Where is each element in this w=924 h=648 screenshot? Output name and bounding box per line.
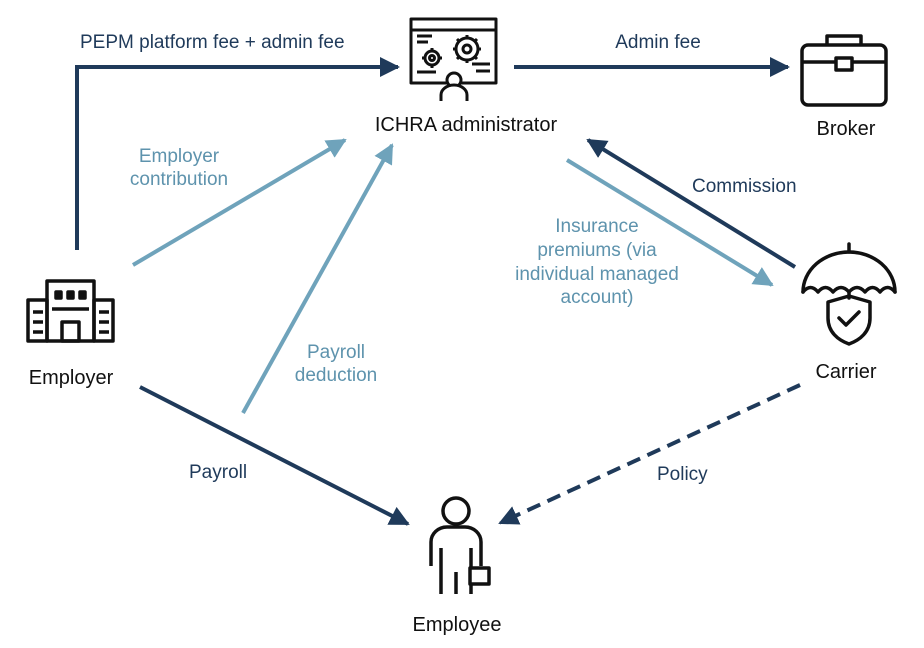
- commission-arrow: [586, 138, 797, 269]
- insurance-premiums-line-1: Insurance: [555, 216, 639, 237]
- insurance-premiums-line-2: premiums (via: [537, 239, 657, 261]
- policy-label: Policy: [657, 464, 708, 485]
- briefcase-icon: [800, 34, 888, 107]
- payroll-deduction-label: Payroll deduction: [295, 342, 377, 388]
- employee-label: Employee: [412, 614, 502, 636]
- administrator-icon: [409, 17, 498, 101]
- policy-arrow: [498, 383, 801, 525]
- employer-contribution-line-2: contribution: [129, 168, 229, 190]
- insurance-premiums-arrow: [565, 158, 774, 287]
- building-icon: [26, 279, 115, 343]
- person-with-bag-icon: [429, 496, 491, 594]
- insurance-premiums-label: Insurance premiums (via individual manag…: [515, 215, 679, 310]
- payroll-label: Payroll: [189, 462, 248, 483]
- payroll-arrow: [139, 385, 410, 526]
- insurance-premiums-line-3: individual managed: [515, 263, 679, 285]
- payroll-deduction-line-1: Payroll: [306, 342, 366, 363]
- broker-label: Broker: [816, 118, 876, 140]
- administrator-label: ICHRA administrator: [374, 114, 558, 136]
- pepm-fee-arrow: [75, 57, 400, 250]
- payroll-deduction-line-2: deduction: [294, 364, 378, 386]
- insurance-premiums-line-4: account): [560, 287, 634, 309]
- employer-contribution-line-1: Employer: [138, 146, 220, 167]
- carrier-label: Carrier: [815, 361, 877, 383]
- pepm-fee-label: PEPM platform fee + admin fee: [80, 32, 345, 53]
- employer-contribution-arrow: [131, 138, 347, 267]
- payroll-deduction-arrow: [241, 143, 394, 414]
- employer-contribution-label: Employer contribution: [130, 146, 228, 192]
- admin-fee-label: Admin fee: [615, 32, 701, 53]
- employer-label: Employer: [28, 367, 114, 389]
- umbrella-shield-icon: [801, 242, 897, 346]
- commission-label: Commission: [692, 176, 797, 197]
